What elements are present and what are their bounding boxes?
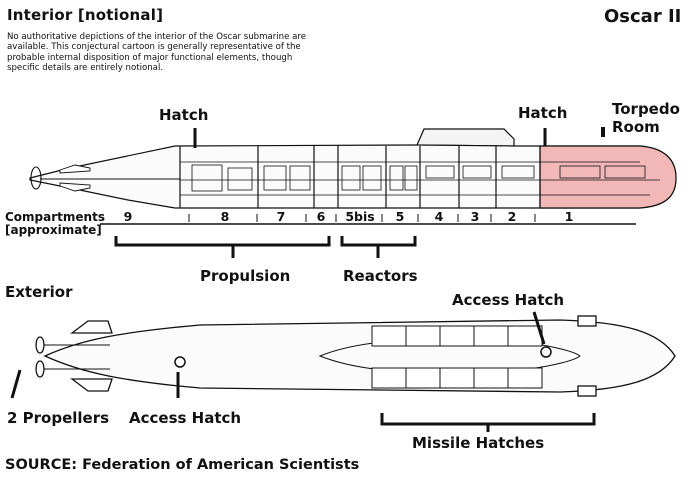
- compartment-9: 9: [123, 209, 133, 224]
- source-credit: SOURCE: Federation of American Scientist…: [5, 457, 360, 473]
- compartment-7: 7: [276, 209, 286, 224]
- torpedo-room-label-line1: Torpedo: [612, 100, 680, 118]
- propellers-label: 2 Propellers: [7, 409, 110, 427]
- compartments-label-line2: [approximate]: [5, 223, 102, 237]
- compartment-8: 8: [220, 209, 230, 224]
- missile-hatches-label: Missile Hatches: [412, 434, 545, 452]
- hatch-forward-label: Hatch: [518, 104, 568, 122]
- torpedo-room-label: Torpedo Room: [612, 100, 680, 136]
- propulsion-label: Propulsion: [200, 267, 291, 285]
- compartment-5: 5: [395, 209, 405, 224]
- access-hatch-forward-label: Access Hatch: [452, 291, 565, 309]
- leader-lines: [10, 311, 596, 432]
- exterior-title: Exterior: [5, 283, 73, 301]
- access-hatch-aft-label: Access Hatch: [129, 409, 242, 427]
- exterior-plan: [35, 315, 676, 397]
- interior-profile: [29, 127, 677, 209]
- torpedo-room-label-line2: Room: [612, 118, 660, 136]
- compartment-1: 1: [564, 209, 574, 224]
- propulsion-bracket: [114, 236, 331, 258]
- compartment-2: 2: [507, 209, 517, 224]
- submarine-class-title: Oscar II: [604, 6, 682, 27]
- compartment-5bis: 5bis: [345, 209, 375, 224]
- notional-disclaimer: No authoritative depictions of the inter…: [7, 32, 307, 74]
- interior-title: Interior [notional]: [7, 6, 164, 24]
- reactors-bracket: [340, 236, 417, 258]
- hatch-aft-label: Hatch: [159, 106, 209, 124]
- compartment-3: 3: [470, 209, 480, 224]
- torpedo-room-highlight: [539, 145, 677, 209]
- compartment-6: 6: [316, 209, 326, 224]
- compartment-ruler: [100, 214, 636, 225]
- compartments-label: Compartments [approximate]: [5, 211, 105, 237]
- reactors-label: Reactors: [343, 267, 418, 285]
- missile-hatch-rows: [371, 325, 543, 389]
- compartments-label-line1: Compartments: [5, 210, 105, 224]
- compartment-4: 4: [434, 209, 444, 224]
